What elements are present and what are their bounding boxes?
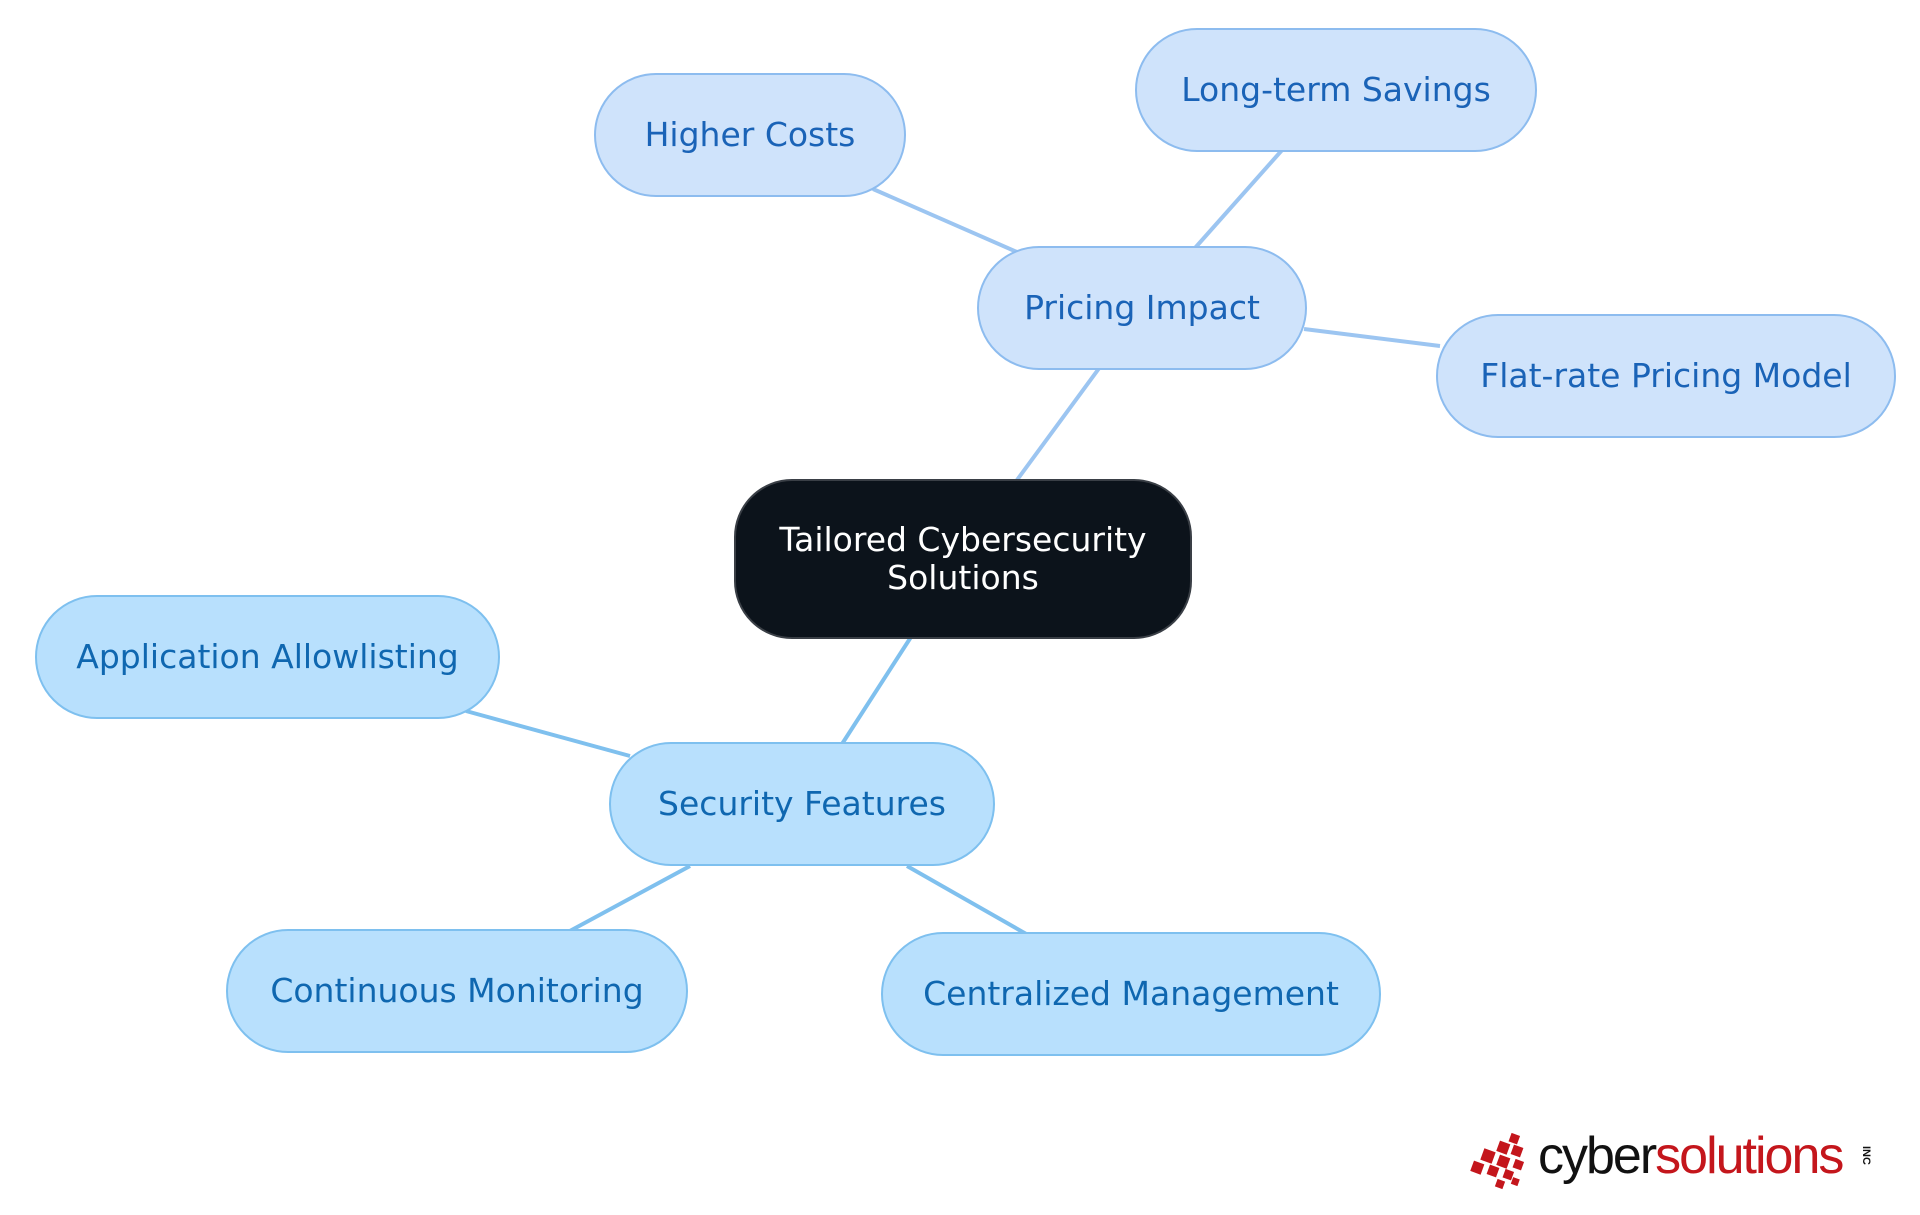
leaf-label-higher-costs: Higher Costs [644, 115, 856, 155]
edge-root-security [840, 635, 913, 746]
branch-label-pricing-impact: Pricing Impact [1024, 288, 1260, 328]
logo-word-cyber: cyber [1538, 1127, 1657, 1185]
branch-label-security-features: Security Features [658, 784, 946, 824]
logo-suffix-inc: INC [1860, 1146, 1872, 1165]
edge-pricing-long-term-savings [1193, 147, 1285, 250]
logo-word-solutions: solutions [1655, 1127, 1844, 1185]
branch-node-security-features: Security Features [609, 742, 995, 866]
edge-pricing-higher-costs [872, 187, 1018, 254]
leaf-label-application-allowlisting: Application Allowlisting [76, 637, 459, 677]
leaf-label-flat-rate-pricing-model: Flat-rate Pricing Model [1480, 356, 1852, 396]
leaf-node-application-allowlisting: Application Allowlisting [35, 595, 500, 719]
root-label: Tailored Cybersecurity Solutions [779, 520, 1147, 597]
leaf-node-continuous-monitoring: Continuous Monitoring [226, 929, 688, 1053]
branch-node-pricing-impact: Pricing Impact [977, 246, 1307, 370]
edge-security-allowlisting [465, 709, 631, 758]
edge-security-monitoring [567, 864, 691, 934]
leaf-node-flat-rate-pricing-model: Flat-rate Pricing Model [1436, 314, 1896, 438]
leaf-node-centralized-management: Centralized Management [881, 932, 1381, 1056]
root-node: Tailored Cybersecurity Solutions [734, 479, 1192, 639]
leaf-label-long-term-savings: Long-term Savings [1181, 70, 1491, 110]
logo-mark-icon [1470, 1132, 1525, 1190]
edge-root-pricing [1015, 365, 1102, 482]
leaf-label-continuous-monitoring: Continuous Monitoring [270, 971, 644, 1011]
edge-pricing-flat-rate [1303, 327, 1441, 348]
leaf-label-centralized-management: Centralized Management [923, 974, 1339, 1014]
logo-wordmark: cybersolutions [1538, 1126, 1844, 1186]
leaf-node-higher-costs: Higher Costs [594, 73, 906, 197]
edge-security-centralized [906, 864, 1029, 937]
company-logo: cybersolutions INC [1468, 1122, 1888, 1194]
leaf-node-long-term-savings: Long-term Savings [1135, 28, 1537, 152]
